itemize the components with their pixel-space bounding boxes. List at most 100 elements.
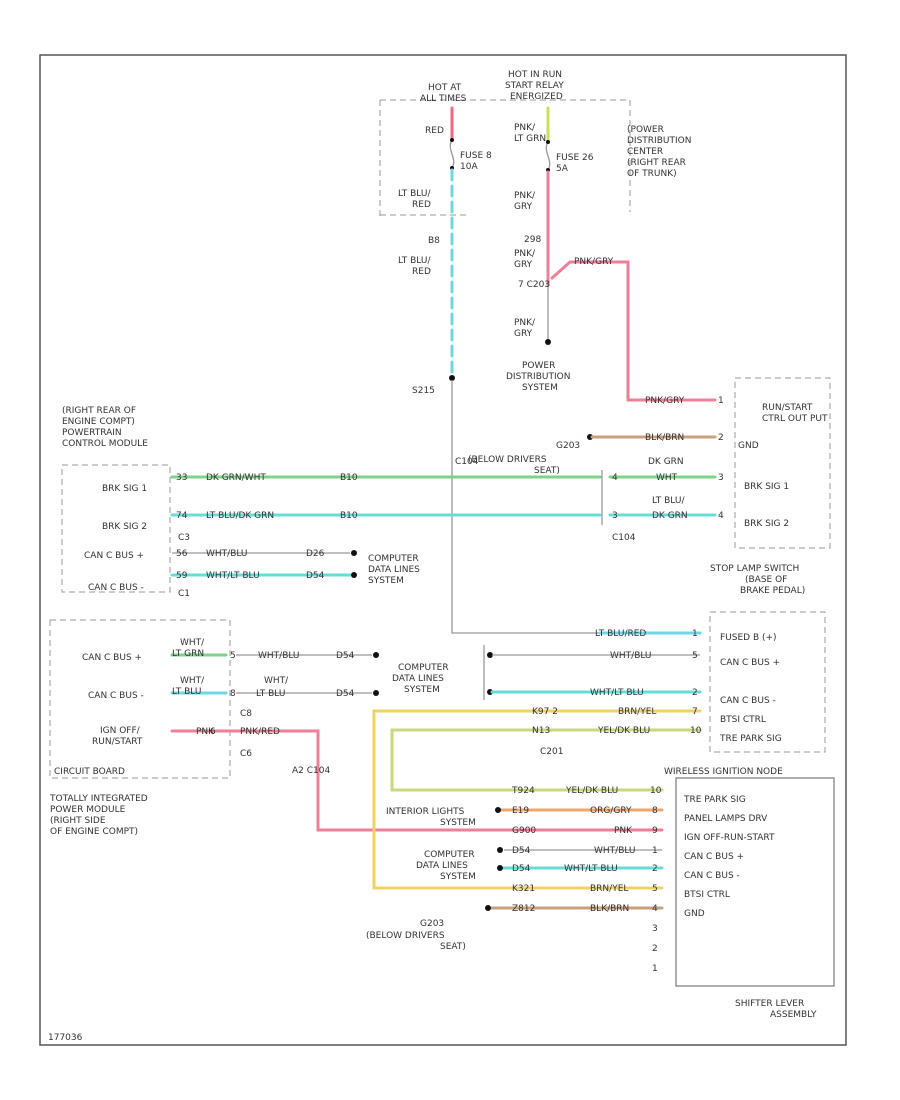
pcm-pin-74: 74 xyxy=(176,511,188,521)
tipm-wht-blu-label: WHT/BLU xyxy=(258,651,300,661)
pcm-cds-dot-2 xyxy=(351,572,357,578)
c104-label: C104 xyxy=(612,533,636,543)
wireless-item-4: CAN C BUS - xyxy=(684,871,740,881)
pcm-brk-sig-1: BRK SIG 1 xyxy=(102,484,147,494)
tipm-can-c-minus: CAN C BUS - xyxy=(88,691,144,701)
tipm-c6: C6 xyxy=(240,749,252,759)
wn-wire-3: WHT/BLU xyxy=(594,846,636,856)
c201-label: C201 xyxy=(540,747,563,757)
shift-fused-b: FUSED B (+) xyxy=(720,633,777,643)
wireless-item-0: TRE PARK SIG xyxy=(683,795,746,805)
ltblu-dkgrn-label: LT BLU/DK GRN xyxy=(206,511,274,521)
pcm-pin-59: 59 xyxy=(176,571,188,581)
pcm-wht-ltblu-label: WHT/LT BLU xyxy=(206,571,260,581)
tipm-cds-dot-2 xyxy=(373,690,379,696)
pnk-ign-wire xyxy=(170,729,664,832)
pcm-c3-label: C3 xyxy=(178,533,190,543)
b10-label-a: B10 xyxy=(340,473,358,483)
tipm-name: TOTALLY INTEGRATED POWER MODULE (RIGHT S… xyxy=(49,794,151,837)
circuit-298-label: 298 xyxy=(524,235,541,245)
tipm-pnk-red-label: PNK/RED xyxy=(240,727,280,737)
tipm-pnk-label: PNK xyxy=(196,727,215,737)
wht-label: WHT xyxy=(656,473,678,483)
wireless-item-2: IGN OFF-RUN-START xyxy=(684,833,775,843)
tipm-can-c-plus: CAN C BUS + xyxy=(82,653,142,663)
fuse-26-top-dot xyxy=(546,140,550,144)
wn-circuit-3: D54 xyxy=(512,846,531,856)
pnk-gry-label-2: PNK/ GRY xyxy=(514,249,538,270)
tipm-wht-label: WHT/ xyxy=(264,676,289,686)
run-start-label: RUN/START CTRL OUT PUT xyxy=(762,403,828,424)
g203-upper-dot xyxy=(587,434,593,440)
wn-wire-2: PNK xyxy=(614,826,633,836)
wn-pin-4: 2 xyxy=(652,864,658,874)
ltblu-red-label-2: LT BLU/ RED xyxy=(398,256,433,277)
fuse-8-top-dot xyxy=(450,138,454,142)
cds-right-dot-1 xyxy=(487,652,493,658)
shift-can-c-plus: CAN C BUS + xyxy=(720,658,780,668)
wht-ltblu-right-label: WHT/LT BLU xyxy=(590,688,644,698)
pcm-cds-label: COMPUTER DATA LINES SYSTEM xyxy=(368,554,423,586)
tipm-ign-off-label: IGN OFF/ RUN/START xyxy=(92,726,143,747)
pdc-box xyxy=(379,99,631,218)
wireless-item-5: BTSI CTRL xyxy=(684,890,730,900)
wn-pin-1: 8 xyxy=(652,806,658,816)
yel-dkblu-label: YEL/DK BLU xyxy=(597,726,650,736)
b10-label-b: B10 xyxy=(340,511,358,521)
interior-lights-label: INTERIOR LIGHTS SYSTEM xyxy=(386,807,476,828)
wn-pin-9: 1 xyxy=(652,964,658,974)
pnk-gry-run-start-wire xyxy=(550,260,717,402)
dkgrn-label: DK GRN xyxy=(648,457,684,467)
tipm-pin-8: 8 xyxy=(230,689,236,699)
stop-pin-4: 4 xyxy=(718,511,724,521)
wn-wire-0: YEL/DK BLU xyxy=(565,786,618,796)
tipm-pin-5: 5 xyxy=(230,651,236,661)
shift-pin-2: 2 xyxy=(692,688,698,698)
shift-tre-park: TRE PARK SIG xyxy=(719,734,782,744)
circuit-b8-label: B8 xyxy=(428,236,440,246)
shift-pin-5: 5 xyxy=(692,651,698,661)
g203-upper-label-2: C104 xyxy=(455,457,479,467)
ltblu-label: LT BLU/ xyxy=(652,496,685,506)
pds-label: POWER DISTRIBUTION SYSTEM xyxy=(506,361,573,393)
tipm-wht-ltblu-label: WHT/ LT BLU xyxy=(172,676,207,697)
cds-lower-label: COMPUTER DATA LINES SYSTEM xyxy=(416,850,477,882)
pcm-wht-blu-label: WHT/BLU xyxy=(206,549,248,559)
tipm-d54-a: D54 xyxy=(336,651,355,661)
tipm-d54-b: D54 xyxy=(336,689,355,699)
wn-pin-0: 10 xyxy=(650,786,662,796)
hot-in-run-label: HOT IN RUN START RELAY ENERGIZED xyxy=(505,70,567,102)
wn-pin-6: 4 xyxy=(652,904,658,914)
fuse-8-icon xyxy=(449,139,455,169)
pnk-gry-label-1: PNK/ GRY xyxy=(514,191,538,212)
k97-label: K97 2 xyxy=(532,707,558,717)
c104-pin-b: 3 xyxy=(612,511,618,521)
wn-circuit-4: D54 xyxy=(512,864,531,874)
wn-wire-4: WHT/LT BLU xyxy=(564,864,618,874)
wn-wire-6: BLK/BRN xyxy=(590,904,629,914)
hot-at-all-times-label: HOT AT ALL TIMES xyxy=(420,83,467,104)
tipm-wht-ltgrn-label: WHT/ LT GRN xyxy=(172,638,207,659)
wn-circuit-5: K321 xyxy=(512,884,535,894)
stop-lamp-switch-box xyxy=(734,377,831,549)
wn-cds-dot-2 xyxy=(497,865,503,871)
c104-pin-a: 4 xyxy=(612,473,618,483)
pnk-gry-h-label: PNK/GRY xyxy=(574,257,614,267)
wn-circuit-2: G900 xyxy=(512,826,536,836)
wht-blu-right-label: WHT/BLU xyxy=(610,651,652,661)
tipm-pin-6: 6 xyxy=(210,727,216,737)
stop-pin-3: 3 xyxy=(718,473,724,483)
pnk-ltgrn-label: PNK/ LT GRN xyxy=(514,123,546,144)
pds-dot xyxy=(545,339,551,345)
circuit-board-label: CIRCUIT BOARD xyxy=(54,767,125,777)
below-drivers-seat-1: (BELOW DRIVERS SEAT) xyxy=(468,455,560,476)
interior-lights-dot xyxy=(495,807,501,813)
n13-label: N13 xyxy=(532,726,550,736)
pcm-box xyxy=(61,464,171,593)
stop-pin-1: 1 xyxy=(718,396,724,406)
g203-lower-label: G203 xyxy=(420,919,444,929)
figure-id: 177036 xyxy=(48,1033,83,1043)
wireless-node-box xyxy=(675,777,835,987)
wn-circuit-1: E19 xyxy=(512,806,529,816)
fuse-26-label: FUSE 26 5A xyxy=(556,153,596,174)
